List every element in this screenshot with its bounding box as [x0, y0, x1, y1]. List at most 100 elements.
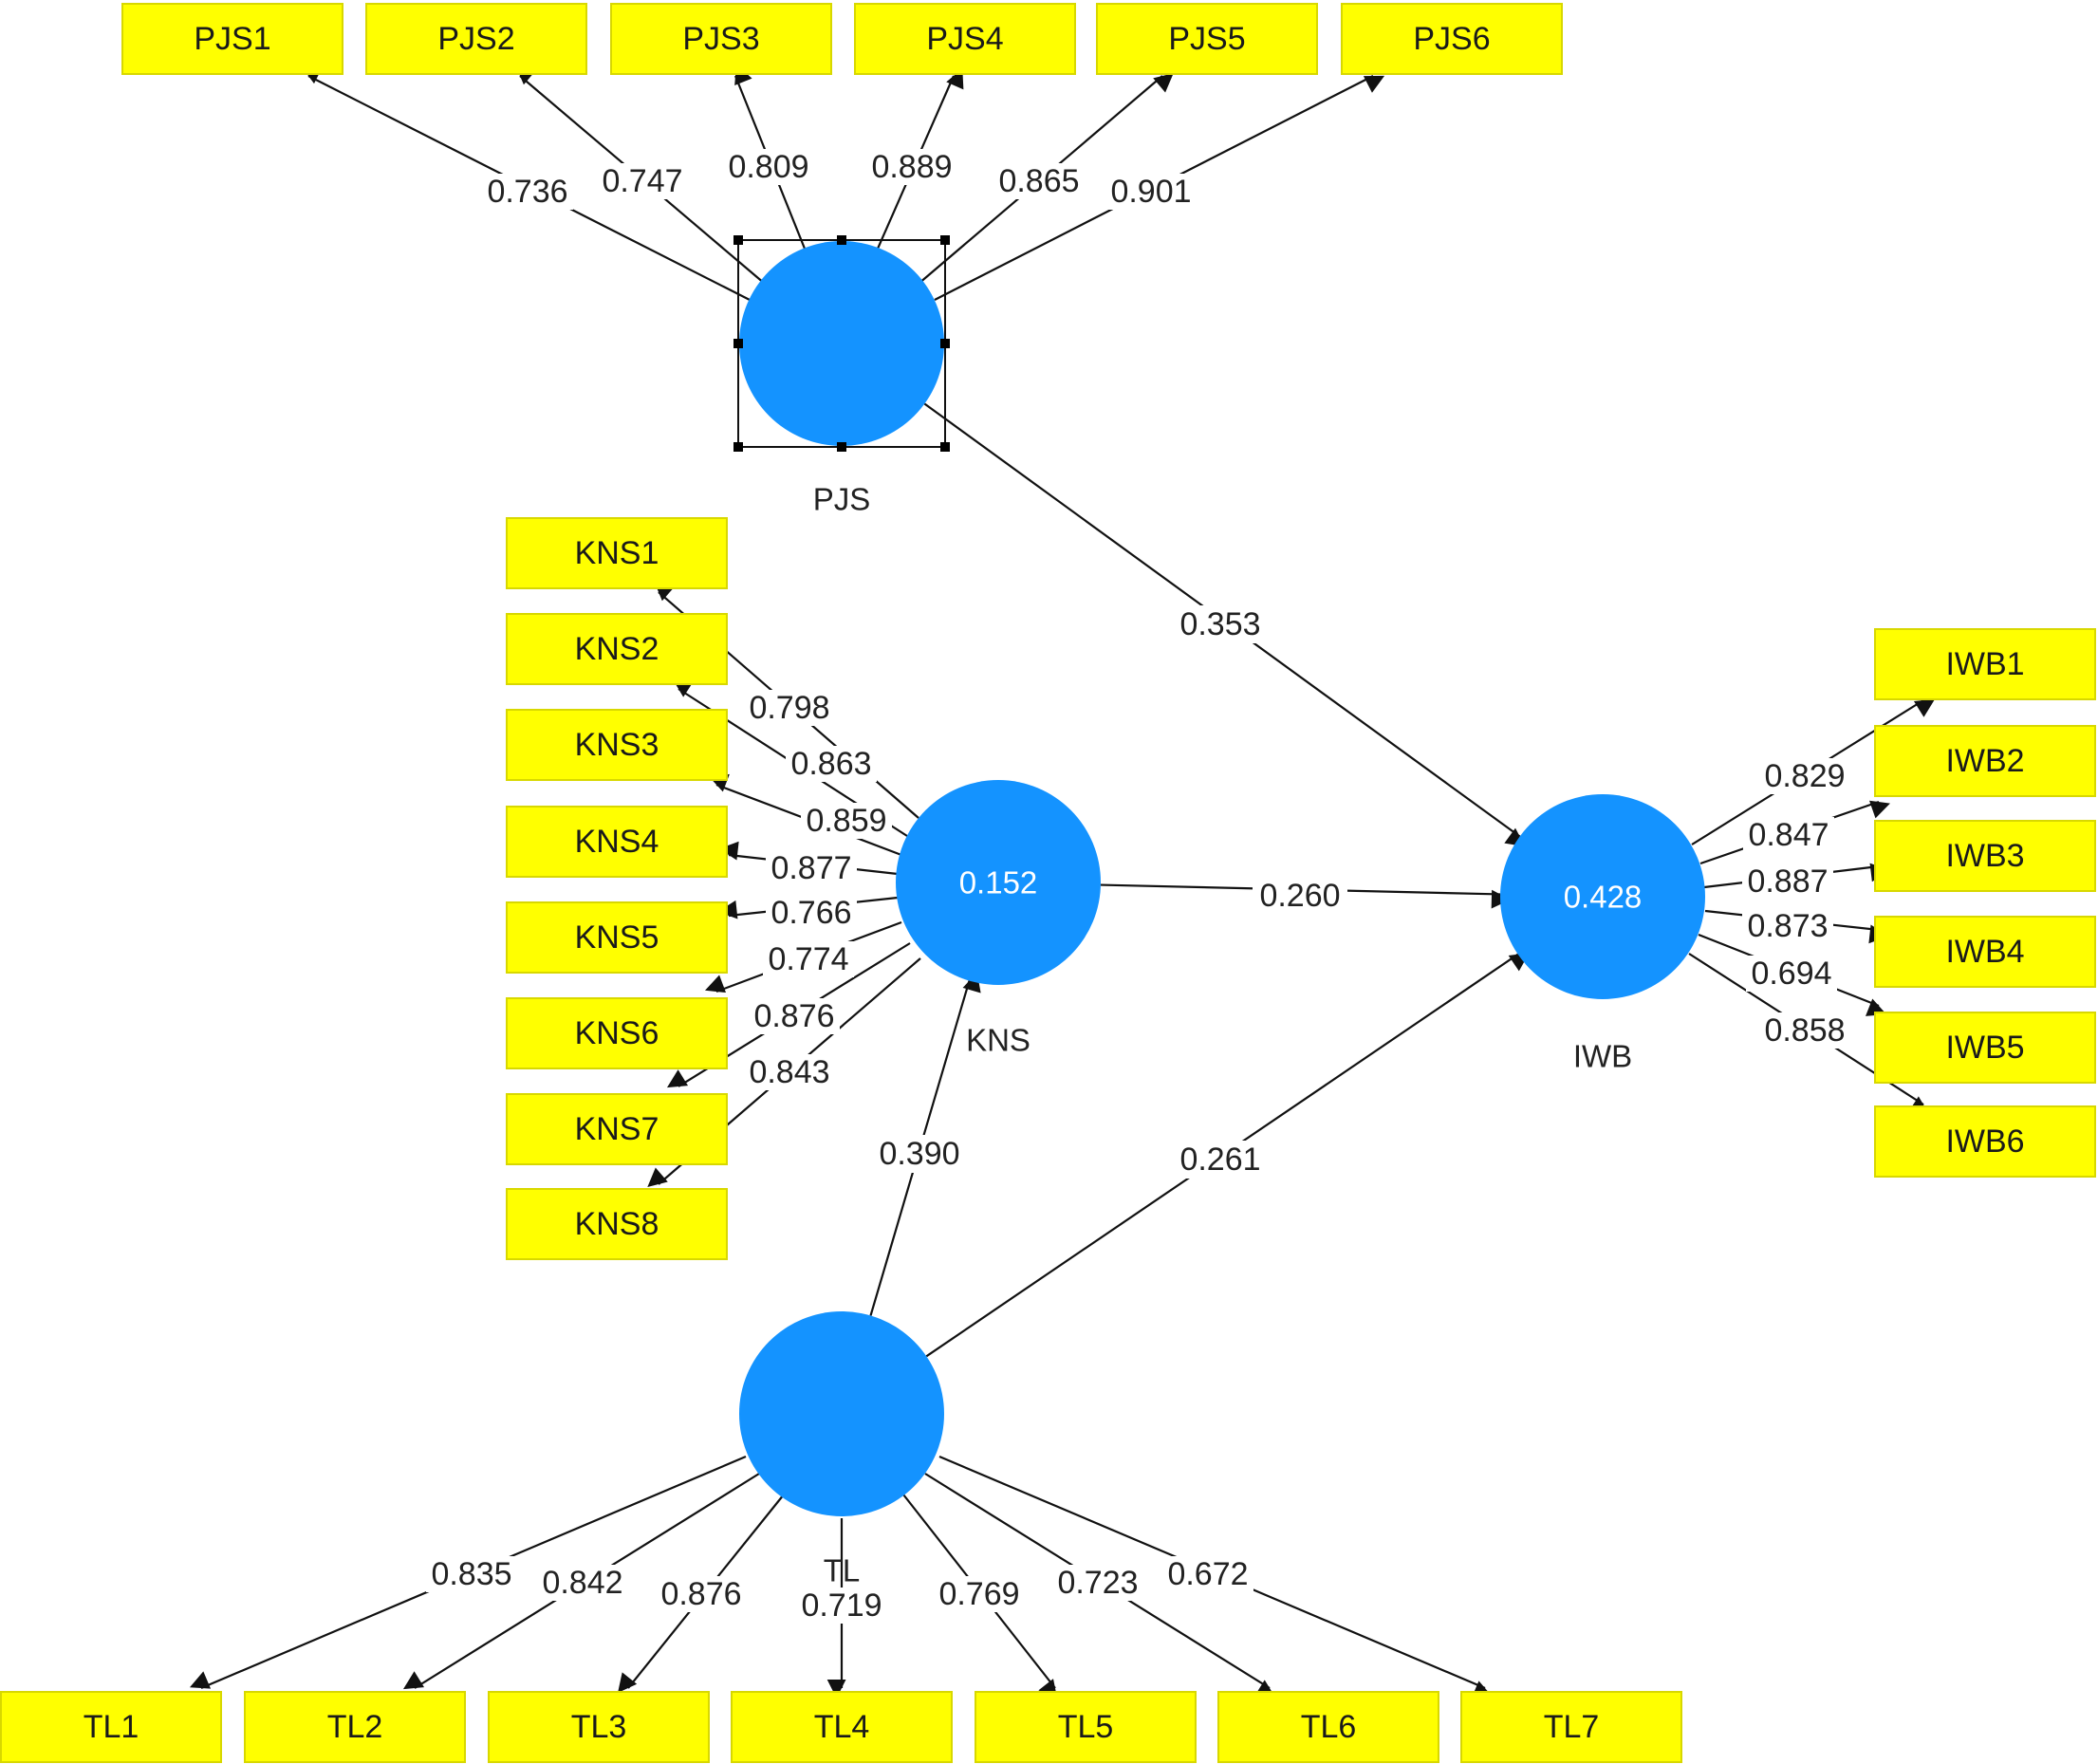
indicator-kns3[interactable]: KNS3: [506, 709, 728, 781]
loading-value-kns4: 0.877: [771, 850, 851, 886]
indicator-box[interactable]: [731, 1691, 953, 1763]
indicator-tl1[interactable]: TL1: [0, 1691, 222, 1763]
indicator-tl5[interactable]: TL5: [975, 1691, 1197, 1763]
resize-handle[interactable]: [837, 235, 846, 245]
indicator-tl6[interactable]: TL6: [1217, 1691, 1439, 1763]
indicator-pjs2[interactable]: PJS2: [365, 3, 587, 75]
indicator-box[interactable]: [854, 3, 1076, 75]
indicator-box[interactable]: [506, 1093, 728, 1165]
indicator-box[interactable]: [506, 517, 728, 589]
indicator-box[interactable]: [1096, 3, 1318, 75]
resize-handle[interactable]: [940, 235, 950, 245]
construct-name: PJS: [813, 482, 871, 517]
indicator-tl4[interactable]: TL4: [731, 1691, 953, 1763]
indicator-box[interactable]: [0, 1691, 222, 1763]
indicator-kns2[interactable]: KNS2: [506, 613, 728, 685]
indicator-kns6[interactable]: KNS6: [506, 997, 728, 1069]
indicator-iwb5[interactable]: IWB5: [1874, 1012, 2096, 1084]
construct-tl[interactable]: TL: [739, 1311, 944, 1588]
loading-label-bg: [656, 1576, 747, 1612]
construct-circle[interactable]: [896, 780, 1101, 985]
indicator-box[interactable]: [1874, 725, 2096, 797]
resize-handle[interactable]: [733, 339, 743, 348]
indicator-box[interactable]: [244, 1691, 466, 1763]
indicator-iwb1[interactable]: IWB1: [1874, 628, 2096, 700]
indicator-kns7[interactable]: KNS7: [506, 1093, 728, 1165]
resize-handle[interactable]: [837, 442, 846, 452]
indicator-box[interactable]: [506, 709, 728, 781]
indicator-box[interactable]: [121, 3, 343, 75]
loading-label-bg: [749, 998, 840, 1034]
loading-value-pjs5: 0.865: [998, 163, 1079, 199]
indicator-pjs4[interactable]: PJS4: [854, 3, 1076, 75]
indicator-box[interactable]: [1874, 916, 2096, 988]
indicator-pjs5[interactable]: PJS5: [1096, 3, 1318, 75]
construct-r-squared: 0.152: [959, 865, 1038, 901]
indicator-tl3[interactable]: TL3: [488, 1691, 710, 1763]
loading-label-bg: [993, 163, 1085, 199]
indicator-box[interactable]: [506, 997, 728, 1069]
indicator-label: TL3: [571, 1709, 627, 1745]
indicator-label: PJS4: [926, 21, 1003, 57]
indicator-kns5[interactable]: KNS5: [506, 901, 728, 974]
indicator-iwb2[interactable]: IWB2: [1874, 725, 2096, 797]
indicator-box[interactable]: [610, 3, 832, 75]
indicator-pjs1[interactable]: PJS1: [121, 3, 343, 75]
indicator-kns8[interactable]: KNS8: [506, 1188, 728, 1260]
indicator-box[interactable]: [488, 1691, 710, 1763]
indicator-iwb4[interactable]: IWB4: [1874, 916, 2096, 988]
indicator-pjs3[interactable]: PJS3: [610, 3, 832, 75]
indicator-box[interactable]: [506, 806, 728, 878]
loading-value-pjs6: 0.901: [1110, 174, 1191, 210]
construct-pjs[interactable]: PJS: [733, 235, 950, 517]
loading-value-kns8: 0.843: [749, 1054, 829, 1090]
indicator-box[interactable]: [1217, 1691, 1439, 1763]
indicator-box[interactable]: [1874, 1012, 2096, 1084]
indicator-box[interactable]: [1460, 1691, 1682, 1763]
indicator-pjs6[interactable]: PJS6: [1341, 3, 1563, 75]
indicator-box[interactable]: [1874, 820, 2096, 892]
indicator-label: IWB5: [1945, 1030, 2024, 1066]
construct-r-squared: 0.428: [1564, 880, 1643, 915]
loading-value-iwb1: 0.829: [1764, 758, 1845, 794]
indicator-kns4[interactable]: KNS4: [506, 806, 728, 878]
indicator-iwb3[interactable]: IWB3: [1874, 820, 2096, 892]
indicator-label: KNS8: [575, 1206, 659, 1242]
resize-handle[interactable]: [733, 235, 743, 245]
indicator-iwb6[interactable]: IWB6: [1874, 1105, 2096, 1178]
indicator-label: IWB2: [1945, 743, 2024, 779]
indicator-label: PJS1: [194, 21, 270, 57]
indicator-kns1[interactable]: KNS1: [506, 517, 728, 589]
indicator-box[interactable]: [506, 613, 728, 685]
loading-label-bg: [482, 174, 573, 210]
loading-label-bg: [1162, 1556, 1253, 1592]
indicator-box[interactable]: [365, 3, 587, 75]
indicator-tl7[interactable]: TL7: [1460, 1691, 1682, 1763]
loading-label-bg: [766, 850, 857, 886]
resize-handle[interactable]: [733, 442, 743, 452]
loading-value-kns1: 0.798: [749, 690, 829, 726]
indicator-box[interactable]: [1341, 3, 1563, 75]
loading-value-kns5: 0.766: [771, 895, 851, 931]
loading-value-tl3: 0.876: [660, 1576, 741, 1612]
indicator-tl2[interactable]: TL2: [244, 1691, 466, 1763]
construct-circle[interactable]: [1500, 794, 1705, 999]
indicator-label: TL6: [1301, 1709, 1357, 1745]
indicator-box[interactable]: [1874, 628, 2096, 700]
construct-circle[interactable]: [739, 1311, 944, 1516]
indicator-label: IWB1: [1945, 646, 2024, 682]
resize-handle[interactable]: [940, 339, 950, 348]
construct-circle[interactable]: [739, 241, 944, 446]
indicator-box[interactable]: [506, 1188, 728, 1260]
indicator-box[interactable]: [1874, 1105, 2096, 1178]
loading-value-pjs1: 0.736: [487, 174, 567, 210]
resize-handle[interactable]: [940, 442, 950, 452]
indicator-box[interactable]: [506, 901, 728, 974]
loading-value-kns6: 0.774: [768, 941, 848, 977]
indicator-label: KNS5: [575, 919, 659, 956]
loading-label-bg: [763, 941, 854, 977]
indicator-box[interactable]: [975, 1691, 1197, 1763]
